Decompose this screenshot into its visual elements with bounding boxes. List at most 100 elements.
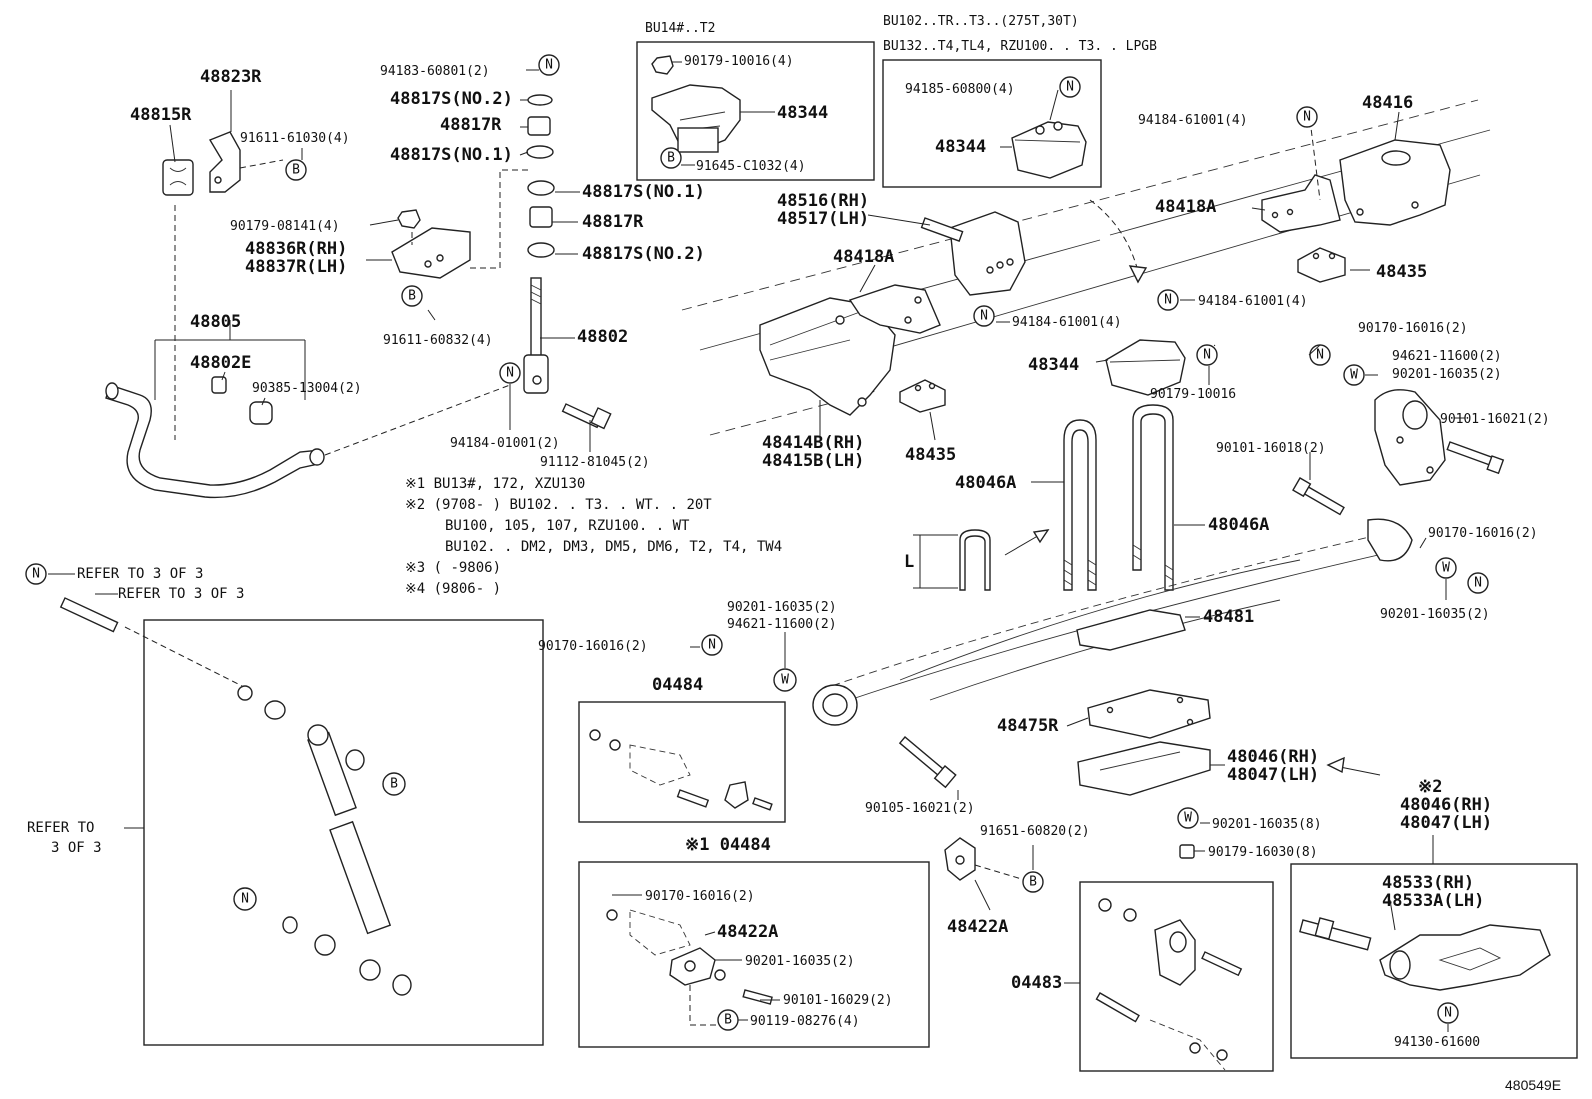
- n-symbol: N: [499, 362, 521, 384]
- part-48418a: 48418A: [833, 247, 894, 267]
- part-90385-13004: 90385-13004(2): [252, 381, 362, 396]
- nut-90179-10016: [651, 55, 674, 75]
- part-94184-61001: 94184-61001(4): [1198, 294, 1308, 309]
- svg-text:B: B: [667, 151, 675, 166]
- u-bolt-dimension: L: [904, 529, 1050, 591]
- svg-text:B: B: [1029, 875, 1037, 890]
- b-symbol: B: [660, 147, 682, 169]
- kit-04483-box: [1079, 881, 1274, 1072]
- shackle-box-parts: [1299, 917, 1551, 991]
- n-symbol: N: [973, 305, 995, 327]
- part-48046a: 48046A: [1208, 515, 1269, 535]
- part-90170-16016: 90170-16016(2): [1358, 321, 1468, 336]
- part-48414b: 48414B(RH): [762, 433, 864, 453]
- note-1: ※1 BU13#, 172, XZU130: [405, 476, 585, 492]
- collar-48802e: [211, 376, 227, 394]
- part-48481: 48481: [1203, 607, 1254, 627]
- part-48533a: 48533A(LH): [1382, 891, 1484, 911]
- part-94183-60801: 94183-60801(2): [380, 64, 490, 79]
- bu102-title-2: BU132..T4,TL4, RZU100. . T3. . LPGB: [883, 39, 1157, 54]
- part-48435: 48435: [905, 445, 956, 465]
- part-94621-11600: 94621-11600(2): [727, 617, 837, 632]
- svg-text:B: B: [390, 777, 398, 792]
- part-90179-10016: 90179-10016(4): [684, 54, 794, 69]
- kit-04484-a-label: 04484: [652, 675, 703, 695]
- part-90201-16035: 90201-16035(2): [1392, 367, 1502, 382]
- part-48817s-no2: 48817S(NO.2): [390, 89, 513, 109]
- b-symbol: B: [285, 159, 307, 181]
- footnotes: ※1 BU13#, 172, XZU130 ※2 (9708- ) BU102.…: [27, 476, 1561, 1093]
- part-labels: 48823R 48815R 91611-61030(4) 94183-60801…: [130, 54, 1550, 1050]
- refer-note: REFER TO 3 OF 3: [77, 566, 203, 582]
- svg-text:W: W: [781, 673, 789, 688]
- spacer-48481: [1076, 609, 1186, 651]
- washer-48422a: [944, 837, 976, 881]
- part-94184-61001: 94184-61001(4): [1138, 113, 1248, 128]
- svg-text:N: N: [32, 567, 40, 582]
- part-48344: 48344: [1028, 355, 1079, 375]
- stabilizer-bar: [105, 382, 325, 499]
- shock-absorber: [59, 597, 412, 996]
- part-48815r: 48815R: [130, 105, 192, 125]
- bracket-48418a-centre: [848, 284, 941, 334]
- n-symbol: N: [1157, 289, 1179, 311]
- note-4: ※4 (9806- ): [405, 581, 501, 597]
- kit-04484-a-box: [578, 701, 786, 823]
- bu102-title-1: BU102..TR..T3..(275T,30T): [883, 14, 1079, 29]
- bolt-90101-16021: [1446, 441, 1505, 475]
- bracket-48836r: [391, 227, 471, 279]
- part-91611-60832: 91611-60832(4): [383, 333, 493, 348]
- n-symbol: N: [538, 54, 560, 76]
- part-48422a: 48422A: [717, 922, 778, 942]
- part-90101-16018: 90101-16018(2): [1216, 441, 1326, 456]
- bu14-box: [636, 41, 875, 181]
- part-48046: 48046(RH): [1400, 795, 1492, 815]
- part-48817s-no2: 48817S(NO.2): [582, 244, 705, 264]
- part-48802: 48802: [577, 327, 628, 347]
- symbol-markers: N B B N B N N N N N N W W N N B N N W W …: [25, 54, 1489, 1031]
- svg-text:N: N: [1303, 110, 1311, 125]
- part-90101-16029: 90101-16029(2): [783, 993, 893, 1008]
- refer-note: 3 OF 3: [51, 840, 102, 856]
- part-48344: 48344: [777, 103, 828, 123]
- svg-text:N: N: [1164, 293, 1172, 308]
- note-3: ※3 ( -9806): [405, 560, 501, 576]
- dim-l: L: [904, 552, 914, 572]
- refer-note: REFER TO 3 OF 3: [118, 586, 244, 602]
- n-symbol: N: [1309, 344, 1331, 366]
- part-48802e: 48802E: [190, 353, 251, 373]
- part-94185-60800: 94185-60800(4): [905, 82, 1015, 97]
- part-90105-16021: 90105-16021(2): [865, 801, 975, 816]
- part-48837r: 48837R(LH): [245, 257, 347, 277]
- bushing-48815r: [162, 159, 194, 196]
- part-91651-60820: 91651-60820(2): [980, 824, 1090, 839]
- part-48046a: 48046A: [955, 473, 1016, 493]
- seat-48046: [1077, 741, 1211, 796]
- part-48516: 48516(RH): [777, 191, 869, 211]
- part-90201-16035: 90201-16035(2): [727, 600, 837, 615]
- shock-absorber-box: [143, 619, 544, 1046]
- kit-04484-b-label: ※1 04484: [685, 835, 771, 855]
- part-94130-61600: 94130-61600: [1394, 1035, 1480, 1050]
- svg-text:N: N: [708, 638, 716, 653]
- u-bolt-48046a-left: [1063, 419, 1097, 591]
- part-48517: 48517(LH): [777, 209, 869, 229]
- svg-text:W: W: [1184, 811, 1192, 826]
- bushing-stack-upper: [526, 94, 554, 159]
- part-48836r: 48836R(RH): [245, 239, 347, 259]
- u-bolt-48046a-right: [1132, 404, 1174, 591]
- part-48805: 48805: [190, 312, 241, 332]
- shackle-bracket: [1374, 389, 1446, 486]
- n-symbol: N: [25, 563, 47, 585]
- b-symbol: B: [717, 1009, 739, 1031]
- svg-text:W: W: [1442, 561, 1450, 576]
- note-2b: BU100, 105, 107, RZU100. . WT: [445, 518, 690, 534]
- part-48416: 48416: [1362, 93, 1413, 113]
- part-90119-08276: 90119-08276(4): [750, 1014, 860, 1029]
- part-48533: 48533(RH): [1382, 873, 1474, 893]
- part-48817r: 48817R: [440, 115, 502, 135]
- part-90179-10016: 90179-10016: [1150, 387, 1236, 402]
- part-91645-c1032: 91645-C1032(4): [696, 159, 806, 174]
- part-48344: 48344: [935, 137, 986, 157]
- w-symbol: W: [773, 668, 797, 692]
